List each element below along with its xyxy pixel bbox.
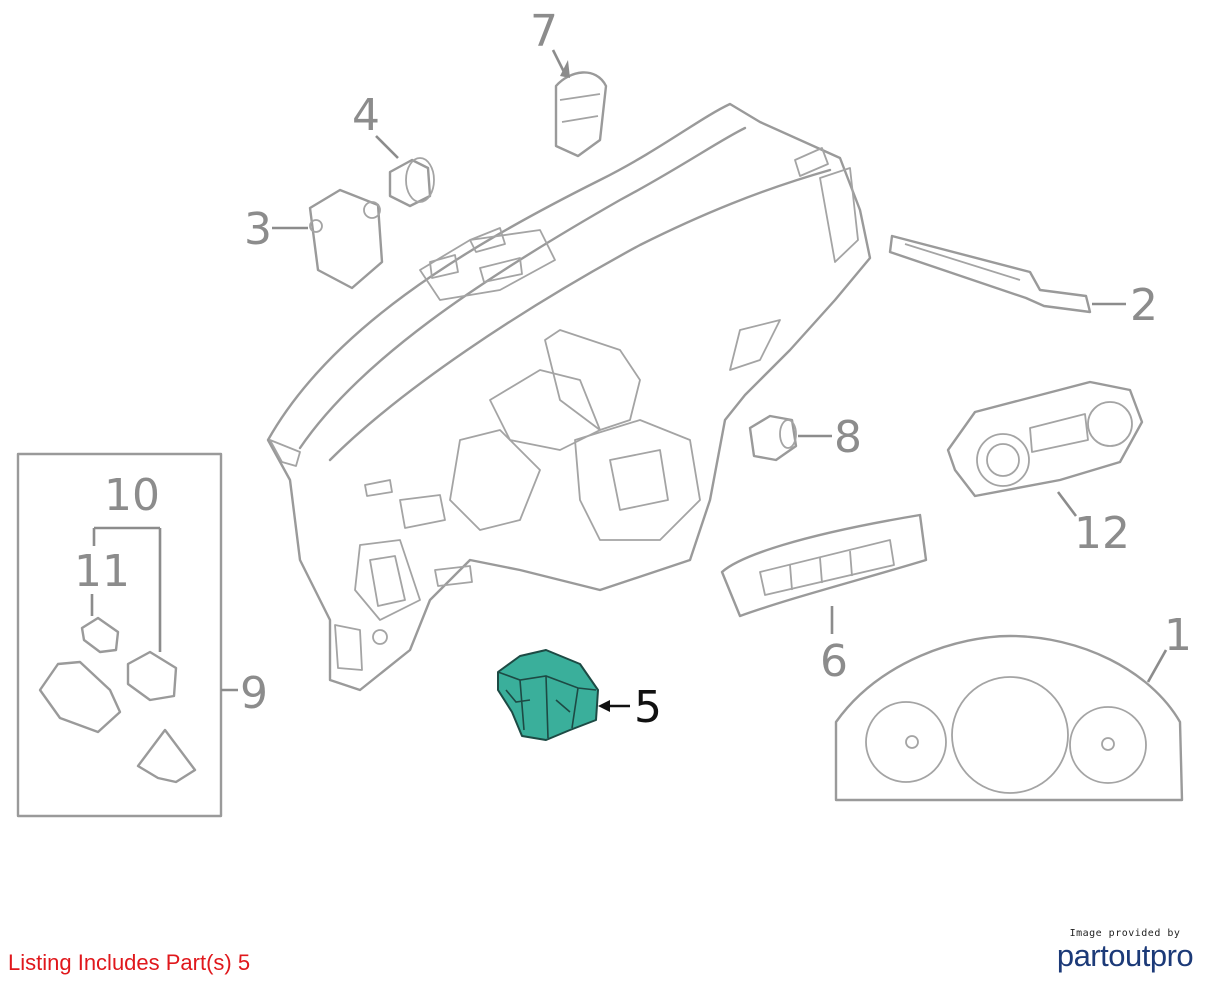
callout-1: 1 bbox=[1164, 610, 1192, 661]
callout-5: 5 bbox=[634, 682, 662, 733]
part-3-illustration bbox=[308, 188, 384, 290]
callout-12: 12 bbox=[1074, 508, 1130, 559]
part-1-illustration bbox=[834, 634, 1184, 802]
part-7-illustration bbox=[554, 71, 608, 158]
part-2-illustration bbox=[888, 234, 1092, 314]
part-5-highlight bbox=[497, 649, 599, 741]
part-9-box bbox=[16, 452, 238, 818]
brand-part-a: partout bbox=[1056, 938, 1151, 973]
callout-2: 2 bbox=[1130, 280, 1158, 331]
image-credit: Image provided by partoutpro bbox=[1040, 928, 1210, 973]
part-6-illustration bbox=[720, 513, 928, 618]
partoutpro-logo: partoutpro bbox=[1040, 939, 1210, 973]
listing-includes-text: Listing Includes Part(s) 5 bbox=[8, 950, 251, 975]
credit-caption: Image provided by bbox=[1069, 928, 1181, 939]
callout-6: 6 bbox=[820, 636, 848, 687]
callout-10: 10 bbox=[104, 470, 160, 521]
brand-part-b: pro bbox=[1149, 938, 1194, 973]
callout-3: 3 bbox=[244, 204, 272, 255]
callout-4: 4 bbox=[352, 90, 380, 141]
callout-9: 9 bbox=[240, 668, 268, 719]
part-8-illustration bbox=[748, 414, 798, 462]
part-4-illustration bbox=[388, 157, 435, 208]
part-12-illustration bbox=[946, 380, 1144, 498]
callout-7: 7 bbox=[530, 6, 558, 57]
callout-8: 8 bbox=[834, 412, 862, 463]
callout-11: 11 bbox=[74, 546, 130, 597]
dashboard-illustration bbox=[266, 102, 872, 692]
